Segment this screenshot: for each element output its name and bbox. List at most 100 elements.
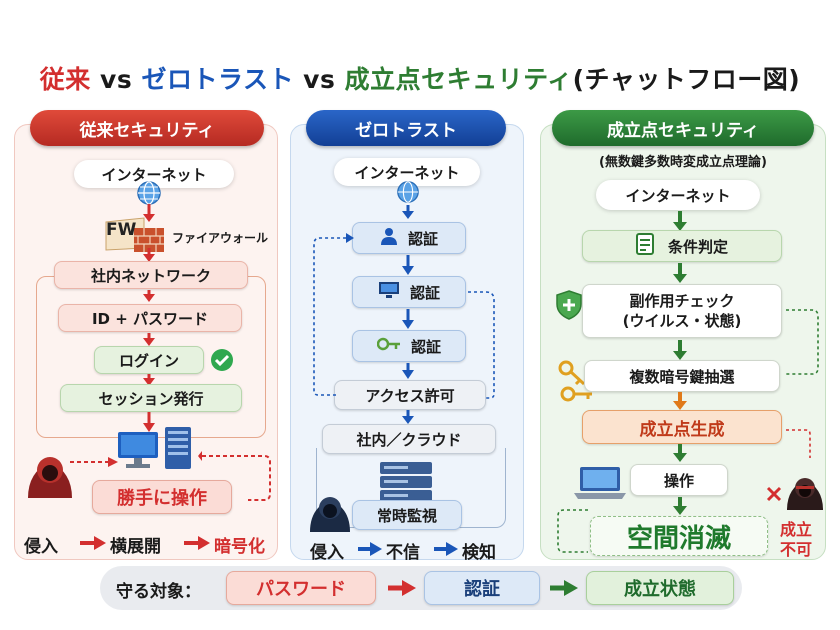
arrow-down-icon bbox=[143, 248, 155, 262]
firewall-label: ファイアウォール bbox=[172, 231, 269, 245]
title-vs-2: vs bbox=[303, 65, 336, 94]
protect-item-auth: 認証 bbox=[424, 571, 540, 605]
establish-vanish: 空間消滅 bbox=[590, 516, 768, 556]
arrow-down-icon bbox=[143, 412, 155, 432]
arrow-down-icon bbox=[402, 363, 414, 379]
fw-label: FW bbox=[106, 220, 137, 240]
page-title: 従来 vs ゼロトラスト vs 成立点セキュリティ(チャットフロー図) bbox=[0, 60, 840, 96]
establish-generate: 成立点生成 bbox=[582, 410, 782, 444]
establish-condition: 条件判定 bbox=[582, 230, 782, 262]
arrow-down-icon bbox=[673, 497, 687, 515]
title-part-legacy: 従来 bbox=[39, 65, 91, 94]
establish-vanish-label: 空間消滅 bbox=[626, 523, 731, 554]
zt-flow-3: 検知 bbox=[462, 543, 496, 563]
establish-impossible: 成立 不可 bbox=[770, 520, 822, 560]
zt-auth-3-label: 認証 bbox=[410, 337, 441, 356]
legacy-header: 従来セキュリティ bbox=[30, 110, 264, 146]
arrow-down-icon bbox=[143, 204, 155, 222]
arrow-down-icon bbox=[673, 263, 687, 283]
server-rack-icon bbox=[380, 462, 432, 504]
legacy-flow-2: 横展開 bbox=[110, 537, 161, 557]
firewall-icon bbox=[104, 214, 168, 254]
monitor-icon bbox=[378, 281, 400, 303]
arrow-right-icon bbox=[550, 580, 578, 596]
legacy-operate-box: 勝手に操作 bbox=[92, 480, 232, 514]
establish-sidecheck-line1: 副作用チェック bbox=[629, 292, 735, 310]
user-icon bbox=[380, 227, 398, 249]
arrow-down-icon bbox=[673, 392, 687, 410]
legacy-idpw-box: ID + パスワード bbox=[58, 304, 242, 332]
establish-sidecheck: 副作用チェック (ウイルス・状態) bbox=[582, 284, 782, 338]
hacker-icon bbox=[784, 470, 826, 510]
hacker-icon bbox=[306, 488, 354, 532]
server-icon bbox=[164, 426, 192, 470]
arrow-right-icon bbox=[388, 580, 416, 596]
arrow-down-icon bbox=[402, 255, 414, 275]
zt-auth-3: 認証 bbox=[352, 330, 466, 362]
zt-access-box: アクセス許可 bbox=[334, 380, 486, 410]
dashed-loop-icon bbox=[468, 291, 495, 399]
dashed-line-icon bbox=[786, 429, 811, 458]
protect-item-state: 成立状態 bbox=[586, 571, 734, 605]
dashed-loop-icon bbox=[557, 509, 588, 553]
zt-flow-2: 不信 bbox=[386, 543, 420, 563]
arrow-down-icon bbox=[143, 290, 155, 302]
zt-auth-1: 認証 bbox=[352, 222, 466, 254]
arrow-down-icon bbox=[143, 374, 155, 386]
title-part-chatflow: (チャットフロー図) bbox=[572, 65, 801, 94]
establish-impossible-line1: 成立 bbox=[779, 520, 812, 539]
zt-auth-2-label: 認証 bbox=[409, 283, 440, 302]
legacy-operate-label: 勝手に操作 bbox=[117, 488, 207, 509]
protect-item-password: パスワード bbox=[226, 571, 376, 605]
dashed-loop-icon bbox=[786, 309, 819, 375]
zt-cloud-box: 社内／クラウド bbox=[322, 424, 496, 454]
arrow-down-icon bbox=[673, 211, 687, 231]
establish-impossible-line2: 不可 bbox=[779, 540, 812, 559]
zt-auth-1-label: 認証 bbox=[407, 229, 438, 248]
title-vs-1: vs bbox=[100, 65, 133, 94]
arrow-down-icon bbox=[402, 410, 414, 424]
zt-internet: インターネット bbox=[334, 158, 480, 186]
globe-icon bbox=[136, 180, 162, 206]
title-part-zerotrust: ゼロトラスト bbox=[141, 65, 294, 94]
key-icon bbox=[376, 336, 401, 356]
dashed-arrow-icon bbox=[70, 457, 118, 467]
shield-icon bbox=[556, 290, 582, 320]
legacy-flow-1: 侵入 bbox=[24, 537, 58, 557]
establish-operation: 操作 bbox=[630, 464, 728, 496]
establish-condition-label: 条件判定 bbox=[667, 237, 728, 256]
arrow-right-icon bbox=[80, 536, 106, 550]
zt-flow-1: 侵入 bbox=[310, 543, 344, 563]
protect-target-label: 守る対象： bbox=[116, 582, 201, 602]
arrow-right-icon bbox=[184, 536, 210, 550]
establish-keys: 複数暗号鍵抽選 bbox=[584, 360, 780, 392]
establish-subtitle: (無数鍵多数時変成立点理論) bbox=[599, 155, 767, 170]
computer-icon bbox=[116, 430, 160, 470]
hacker-icon bbox=[22, 448, 78, 498]
establish-internet: インターネット bbox=[596, 180, 760, 210]
legacy-flow-3: 暗号化 bbox=[214, 537, 265, 557]
arrow-down-icon bbox=[143, 333, 155, 346]
arrow-right-icon bbox=[358, 542, 382, 556]
legacy-session-box: セッション発行 bbox=[60, 384, 242, 412]
zt-monitor-box: 常時監視 bbox=[352, 500, 462, 530]
establish-sidecheck-line2: (ウイルス・状態) bbox=[622, 312, 742, 330]
check-icon bbox=[210, 348, 234, 372]
arrow-down-icon bbox=[402, 205, 414, 219]
dashed-loop-icon bbox=[313, 233, 354, 396]
legacy-login-box: ログイン bbox=[94, 346, 204, 374]
arrow-down-icon bbox=[673, 444, 687, 462]
zerotrust-header: ゼロトラスト bbox=[306, 110, 506, 146]
title-part-establish: 成立点セキュリティ bbox=[344, 65, 573, 94]
checklist-icon bbox=[635, 233, 656, 259]
arrow-down-icon bbox=[673, 340, 687, 360]
arrow-down-icon bbox=[402, 309, 414, 329]
legacy-network-box: 社内ネットワーク bbox=[54, 261, 248, 289]
laptop-icon bbox=[574, 466, 626, 500]
globe-icon bbox=[396, 180, 420, 204]
dashed-loop-icon bbox=[198, 451, 271, 501]
establish-header: 成立点セキュリティ bbox=[552, 110, 814, 146]
zt-auth-2: 認証 bbox=[352, 276, 466, 308]
arrow-right-icon bbox=[434, 542, 458, 556]
keys-icon bbox=[556, 358, 596, 406]
